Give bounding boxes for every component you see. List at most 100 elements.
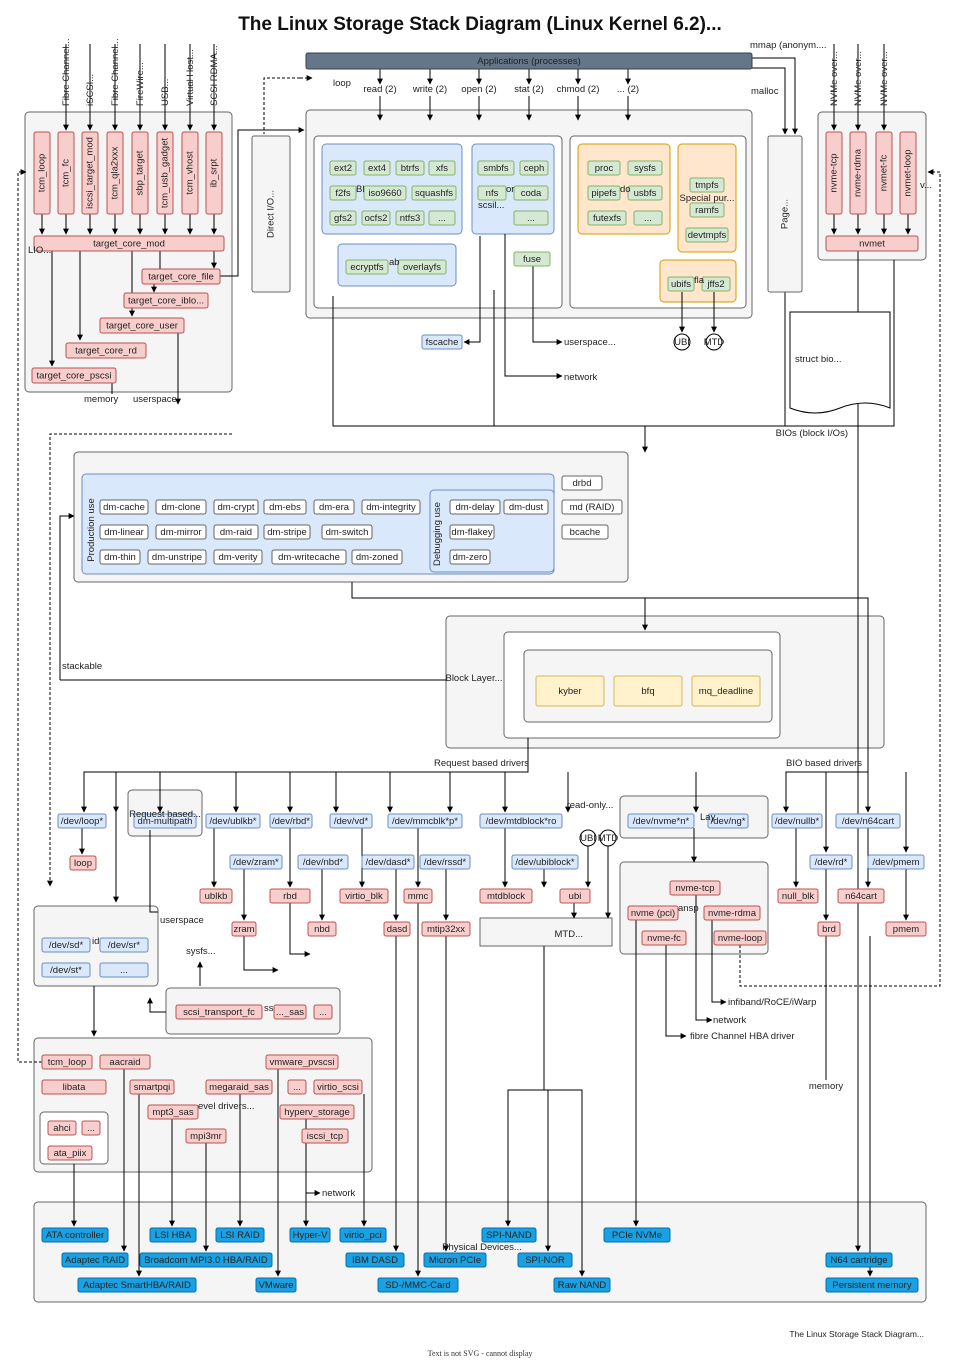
dm-dm-flakey-label: dm-flakey	[451, 527, 492, 538]
fabric-ib-srpt7-label: ib_srpt	[209, 158, 220, 187]
scsi-driver-ata-piix-14-box	[47, 1145, 93, 1161]
devnode-ubiblock-box	[511, 854, 579, 870]
hw-sd-mmc-card-box	[377, 1277, 459, 1293]
scsi-driver-ahci-12-label: ahci	[53, 1123, 70, 1134]
connector	[220, 127, 305, 277]
driver-pmem: pmem	[885, 921, 927, 937]
mtd-circle: MTD	[598, 829, 618, 847]
fs-tmpfs-label: tmpfs	[695, 180, 718, 191]
hw-spi-nor: SPI-NOR	[517, 1252, 573, 1268]
driver-n64cart: n64cart	[837, 888, 885, 904]
applications-bar: Applications (processes)	[305, 52, 753, 70]
devnode-nbd: /dev/nbd*	[297, 854, 349, 870]
fs-pipefs-2: pipefs	[587, 185, 621, 201]
backend-target-core-pscsi: target_core_pscsi	[31, 367, 117, 384]
dm-dm-unstripe-label: dm-unstripe	[152, 552, 202, 563]
fs-f2fs-4-box	[329, 185, 357, 201]
devnode-rd-label: /dev/rd*	[815, 857, 848, 868]
fs-ceph-label: ceph	[524, 163, 545, 174]
hw-lsi-raid-label: LSI RAID	[220, 1230, 260, 1241]
dm-dm-thin: dm-thin	[99, 549, 141, 565]
scsi-driver-vmware-pvscsi-2: vmware_pvscsi	[265, 1054, 339, 1070]
fs-proc-0: proc	[587, 160, 621, 176]
devnode-ubiblock: /dev/ubiblock*	[511, 854, 579, 870]
nvme-host-fc-label: nvme-fc	[647, 933, 681, 944]
fabric-sbp-target4: sbp_target	[131, 131, 149, 215]
hw-ata-controller-label: ATA controller	[46, 1230, 104, 1241]
dm-dm-switch-label: dm-switch	[326, 527, 369, 538]
nvme-host-partial: ansp	[678, 903, 699, 914]
dm-dm-unstripe-box	[147, 549, 207, 565]
devnode-vd-label: /dev/vd*	[334, 816, 369, 827]
fs-pipefs-2-box	[587, 185, 621, 201]
fs-devtmpfs-box	[685, 227, 729, 243]
devnode-mmcblk-label: /dev/mmcblk*p*	[392, 816, 458, 827]
nvme-transport-2: NVMe over...	[879, 51, 890, 106]
fs-coda: coda	[513, 185, 549, 201]
fabric-tcm-usb-gadget5: tcm_usb_gadget	[156, 131, 174, 215]
connector	[351, 582, 648, 631]
scsi-driver-item-13: ...	[81, 1120, 101, 1136]
driver-loop: loop	[69, 855, 97, 871]
nvmet-nvme-tcp-0-label: nvme-tcp	[829, 153, 840, 192]
sysfs-label: sysfs...	[186, 946, 216, 957]
devnode-rd-box	[809, 854, 853, 870]
hw-adaptec-raid-box	[61, 1252, 129, 1268]
hw-virtio-pci-box	[339, 1227, 387, 1243]
fs-network-more-box	[513, 210, 549, 226]
sched-kyber-label: kyber	[558, 686, 581, 697]
dm-dm-mirror: dm-mirror	[155, 524, 207, 540]
scsi-driver-iscsi-tcp-11-box	[301, 1128, 349, 1144]
scsil-label: scsil...	[478, 200, 504, 211]
fabric-tcm-vhost6-box	[181, 131, 199, 215]
fs-item-10-label: ...	[438, 213, 446, 224]
fs-ceph: ceph	[519, 160, 549, 176]
fs-ramfs-box	[689, 202, 725, 218]
scsi-driver-mpi3mr-10: mpi3mr	[185, 1128, 227, 1144]
devnode-ubiblock-label: /dev/ubiblock*	[515, 857, 574, 868]
fs-xfs-3-box	[428, 160, 456, 176]
dm-dm-era-label: dm-era	[319, 502, 350, 513]
fs-network-more: ...	[513, 210, 549, 226]
sched-kyber: kyber	[535, 675, 605, 707]
nvmet-core: nvmet	[825, 235, 919, 252]
hw-lsi-hba-label: LSI HBA	[155, 1230, 192, 1241]
driver-rbd: rbd	[269, 888, 311, 904]
connector	[665, 945, 687, 1039]
fs-ocfs2-8: ocfs2	[361, 210, 391, 226]
scsi-driver-libata-3: libata	[41, 1079, 107, 1095]
fabric-tcm-fc1-label: tcm_fc	[61, 159, 72, 187]
dm-dm-delay: dm-delay	[449, 499, 501, 515]
hw-ibm-dasd: IBM DASD	[345, 1252, 405, 1268]
devnode-nbd-label: /dev/nbd*	[303, 857, 343, 868]
driver-mmc-box	[403, 888, 433, 904]
backend-target-core-file-label: target_core_file	[148, 272, 213, 283]
struct-bio-doc: struct bio...	[789, 311, 891, 414]
stacked-fs-group	[337, 243, 457, 287]
scsi-driver-mpt3-sas-8-box	[147, 1104, 199, 1120]
fs-futexfs-4-box	[587, 210, 627, 226]
devnode-nvme-box	[627, 813, 695, 829]
connector	[532, 266, 563, 345]
page-cache-label: Page...	[780, 199, 791, 229]
fs-nfs-box	[477, 185, 507, 201]
nvmet-nvmet-fc-2-box	[875, 131, 893, 215]
driver-ublkb-label: ublkb	[205, 891, 228, 902]
fs-item-5: ...	[633, 210, 663, 226]
fs-sysfs-1-box	[627, 160, 663, 176]
fabric-sbp-target4-box	[131, 131, 149, 215]
dev-st-label: /dev/st*	[50, 965, 82, 976]
fs-squashfs-6: squashfs	[411, 185, 457, 201]
dm-dm-writecache: dm-writecache	[271, 549, 347, 565]
debugging-use-label: Debugging use	[432, 502, 443, 566]
fs-ntfs3-9: ntfs3	[395, 210, 425, 226]
flash-partial: fla	[694, 275, 705, 286]
drbd-label: drbd	[572, 478, 591, 489]
scsi-driver-tcm-loop-0: tcm_loop	[41, 1054, 93, 1070]
nvme-host-tcp-label: nvme-tcp	[675, 883, 714, 894]
scsi-driver-ahci-12: ahci	[47, 1120, 77, 1136]
scsi-driver-aacraid-1-box	[99, 1054, 151, 1070]
memory-right-label: memory	[809, 1081, 844, 1092]
dm-dm-integrity: dm-integrity	[361, 499, 421, 515]
